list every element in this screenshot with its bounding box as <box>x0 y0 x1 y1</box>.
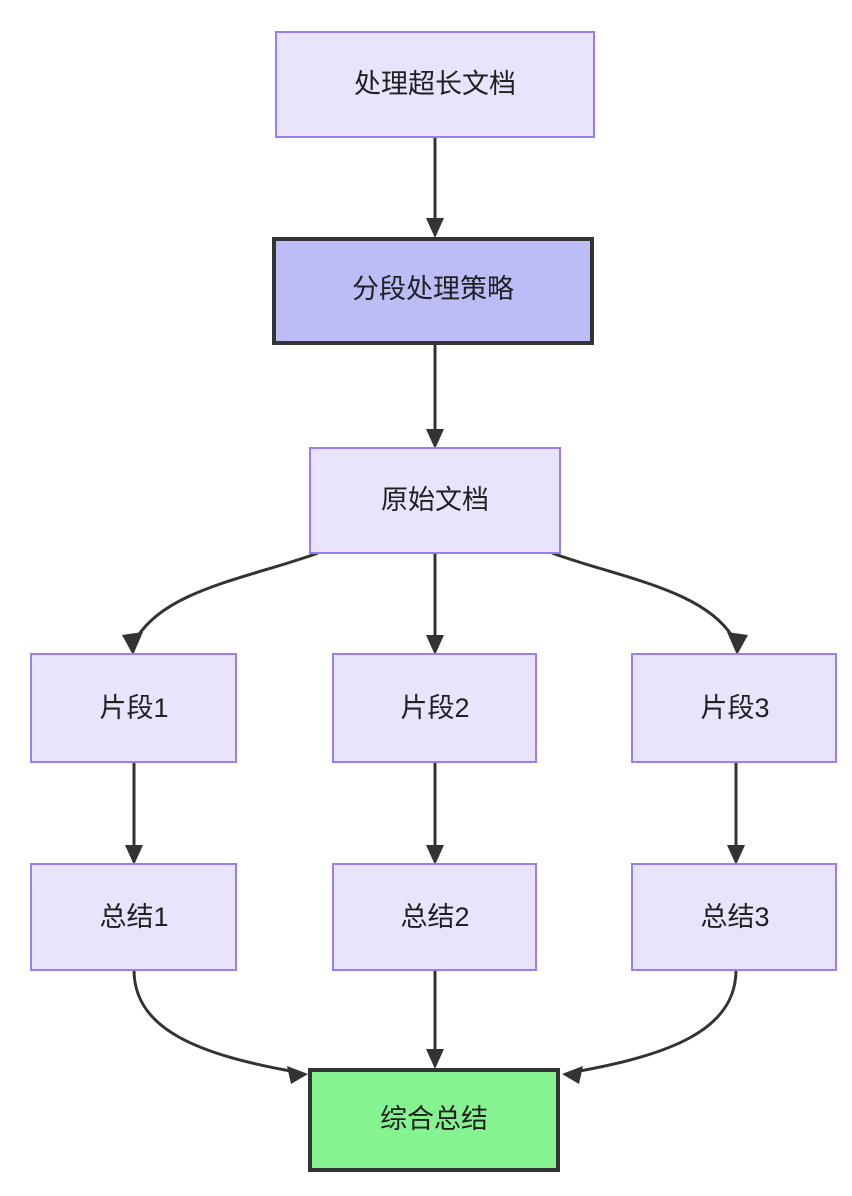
node-source-document-shape[interactable] <box>309 447 561 554</box>
node-process-long-document[interactable]: 处理超长文档 <box>275 31 595 138</box>
edge-strategy-to-source <box>426 345 444 449</box>
node-fragment-3[interactable]: 片段3 <box>631 653 837 763</box>
edge-source-to-fragment1 <box>122 551 319 655</box>
node-fragment-2[interactable]: 片段2 <box>332 653 537 763</box>
node-summary-3[interactable]: 总结3 <box>631 863 837 971</box>
node-summary-3-shape[interactable] <box>631 863 837 971</box>
node-source-document[interactable]: 原始文档 <box>309 447 561 554</box>
node-segmentation-strategy-shape[interactable] <box>272 237 594 345</box>
node-process-long-document-shape[interactable] <box>275 31 595 138</box>
node-summary-1[interactable]: 总结1 <box>30 863 237 971</box>
node-fragment-2-label: 片段2 <box>400 693 469 723</box>
node-layer: 处理超长文档 分段处理策略 原始文档 片段1 片段2 片段3 <box>30 31 837 1172</box>
node-final-summary[interactable]: 综合总结 <box>308 1068 560 1172</box>
node-final-summary-label: 综合总结 <box>380 1104 488 1134</box>
edge-summary3-to-final <box>562 969 738 1084</box>
node-fragment-1[interactable]: 片段1 <box>30 653 237 763</box>
node-summary-1-label: 总结1 <box>99 902 168 932</box>
node-segmentation-strategy[interactable]: 分段处理策略 <box>272 237 594 345</box>
edge-summary2-to-final <box>426 970 444 1069</box>
node-fragment-3-label: 片段3 <box>700 693 769 723</box>
edge-fragment1-to-summary1 <box>125 762 143 865</box>
node-process-long-document-label: 处理超长文档 <box>354 69 516 99</box>
node-segmentation-strategy-label: 分段处理策略 <box>352 274 514 304</box>
node-fragment-3-shape[interactable] <box>631 653 837 763</box>
node-summary-2-label: 总结2 <box>400 902 469 932</box>
edge-source-to-fragment2 <box>426 553 444 655</box>
node-summary-2-shape[interactable] <box>332 863 537 971</box>
node-fragment-1-label: 片段1 <box>99 693 168 723</box>
node-source-document-label: 原始文档 <box>381 485 489 515</box>
node-final-summary-shape[interactable] <box>308 1068 560 1172</box>
edge-fragment2-to-summary2 <box>426 762 444 865</box>
node-summary-2[interactable]: 总结2 <box>332 863 537 971</box>
edge-process-to-strategy <box>426 137 444 238</box>
node-summary-3-label: 总结3 <box>700 902 769 932</box>
node-summary-1-shape[interactable] <box>30 863 237 971</box>
edge-source-to-fragment3 <box>551 551 748 655</box>
edge-fragment3-to-summary3 <box>727 762 745 865</box>
node-fragment-2-shape[interactable] <box>332 653 537 763</box>
node-fragment-1-shape[interactable] <box>30 653 237 763</box>
edge-layer <box>122 137 748 1084</box>
edge-summary1-to-final <box>132 969 308 1084</box>
